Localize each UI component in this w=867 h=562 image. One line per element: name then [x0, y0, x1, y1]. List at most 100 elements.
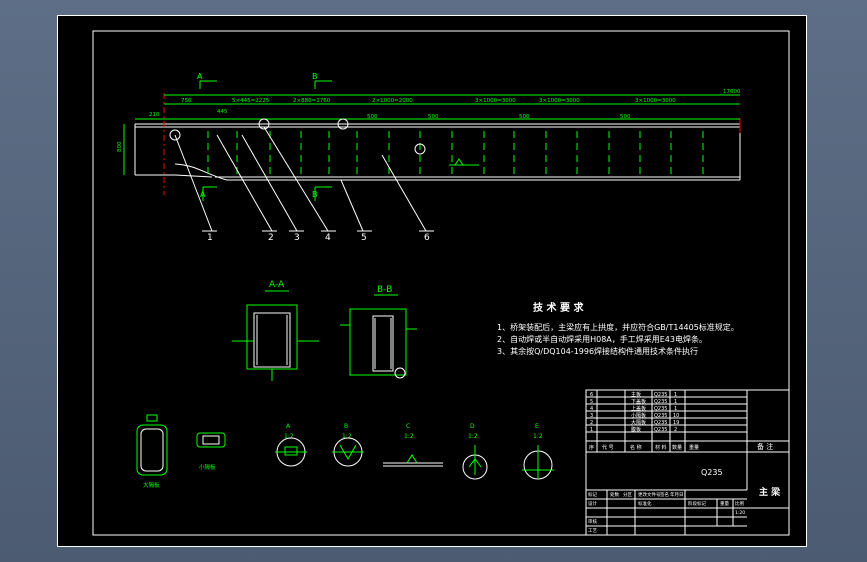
tb-process: 工艺 — [588, 528, 597, 534]
detail-e-letter: E — [535, 423, 539, 430]
plate-views: 大隔板 小隔板 — [136, 414, 226, 489]
detail-d-letter: D — [470, 423, 475, 430]
tech-line-1: 1、桥架装配后，主梁应有上拱度，并应符合GB/T14405标准规定。 — [497, 322, 739, 332]
bom-mat-5: Q235 — [654, 399, 667, 405]
leader-5: 5 — [361, 233, 367, 243]
bom-mat-2: Q235 — [654, 420, 667, 426]
bom-qty-5: 1 — [674, 399, 677, 405]
title-part-name: 主 梁 — [759, 486, 781, 498]
dim-overall: 17000 — [723, 89, 741, 95]
tech-requirements: 技 术 要 求 1、桥架装配后，主梁应有上拱度，并应符合GB/T14405标准规… — [497, 301, 739, 356]
title-material: Q235 — [701, 468, 723, 477]
dim-seg1: 750 — [181, 98, 192, 104]
detail-a-letter: A — [286, 423, 291, 430]
bom-name-6: 主板 — [631, 391, 641, 398]
bom-no-2: 2 — [590, 420, 593, 426]
section-mark-a-bottom: A — [200, 190, 206, 199]
bom-name-3: 小隔板 — [631, 412, 646, 419]
bom-qty-6: 1 — [674, 392, 677, 398]
bom-qty-4: 1 — [674, 406, 677, 412]
tb-weight: 重量 — [720, 500, 729, 507]
tb-stage: 阶段标记 — [688, 500, 706, 507]
tb-design: 设计 — [588, 500, 597, 507]
detail-views: A 1:2 B 1:2 C 1:2 D 1:2 E 1:2 — [275, 423, 554, 480]
bom-header-qty: 数量 — [672, 444, 682, 451]
tb-count: 处数 — [610, 491, 619, 498]
tb-mark: 标记 — [588, 491, 597, 498]
bom-qty-1: 2 — [674, 427, 677, 433]
leader-4: 4 — [325, 233, 331, 243]
bom-header-code: 代 号 — [602, 444, 614, 451]
leader-1: 1 — [207, 233, 213, 243]
bom-name-2: 大隔板 — [631, 419, 646, 426]
bom-qty-3: 10 — [673, 413, 679, 419]
dim-500c: 500 — [519, 114, 530, 120]
bom-header-remark: 备 注 — [757, 442, 773, 451]
outer-frame — [57, 15, 807, 547]
bom-no-4: 4 — [590, 406, 593, 412]
tb-standard: 标准化 — [638, 500, 652, 507]
section-aa: A-A — [232, 280, 319, 381]
bom-qty-2: 19 — [673, 420, 679, 426]
tb-date: 年月日 — [670, 491, 684, 498]
section-mark-b-top: B — [312, 72, 318, 81]
tb-change-doc: 更改文件号 — [638, 491, 661, 498]
detail-c-letter: C — [406, 423, 410, 430]
dim-seg3: 2×880=1760 — [293, 98, 331, 104]
section-mark-a-top: A — [197, 72, 203, 81]
tb-ratio: 比例 — [735, 500, 744, 507]
dim-500b: 500 — [428, 114, 439, 120]
bom-header-material: 材 料 — [655, 444, 667, 451]
bom-no-5: 5 — [590, 399, 593, 405]
drawing-canvas: 17000 750 5×445=2225 2×880=1760 2×1000=2… — [57, 15, 807, 547]
leader-lines: 1 2 3 4 5 6 — [174, 126, 434, 243]
detail-c-scale: 1:2 — [404, 433, 414, 440]
bom-header-weight: 重量 — [689, 444, 699, 451]
detail-b-scale: 1:2 — [342, 433, 352, 440]
dim-left: 210 — [149, 112, 160, 118]
title-block: 6 主板 Q235 1 5 下盖板 Q235 1 4 上盖板 Q235 1 3 … — [585, 389, 790, 536]
bom-no-1: 1 — [590, 427, 593, 433]
section-bb-title: B-B — [377, 285, 392, 295]
leader-3: 3 — [294, 233, 300, 243]
dim-height: 800 — [117, 141, 123, 152]
bom-mat-1: Q235 — [654, 427, 667, 433]
bom-mat-3: Q235 — [654, 413, 667, 419]
leader-6: 6 — [424, 233, 430, 243]
detail-b-letter: B — [344, 423, 348, 430]
section-bb: B-B — [340, 285, 417, 379]
detail-e-scale: 1:2 — [533, 433, 543, 440]
detail-a-scale: 1:2 — [284, 433, 294, 440]
tb-scale-value: 1:20 — [735, 510, 745, 516]
tech-line-2: 2、自动焊或半自动焊采用H08A，手工焊采用E43电焊条。 — [497, 334, 707, 344]
label-small-plate: 小隔板 — [199, 463, 216, 471]
bom-no-6: 6 — [590, 392, 593, 398]
dim-445: 445 — [217, 109, 228, 115]
bom-name-1: 腹板 — [631, 426, 641, 433]
dim-seg2: 5×445=2225 — [232, 98, 270, 104]
bom-mat-4: Q235 — [654, 406, 667, 412]
bom-header-no: 序 — [589, 444, 594, 451]
bom-header-name: 名 称 — [630, 444, 642, 451]
section-aa-title: A-A — [269, 280, 285, 290]
bom-name-4: 上盖板 — [631, 405, 646, 412]
section-marks: A B A B — [197, 72, 332, 201]
dim-seg5: 3×1000=3000 — [475, 98, 516, 104]
dim-500d: 500 — [620, 114, 631, 120]
bom-name-5: 下盖板 — [631, 398, 646, 405]
tb-zone: 分区 — [623, 491, 632, 498]
bom-no-3: 3 — [590, 413, 593, 419]
tech-line-3: 3、其余按Q/DQ104-1996焊接结构件通用技术条件执行 — [497, 346, 698, 356]
label-web-plate: 大隔板 — [143, 481, 160, 489]
tb-sign: 签名 — [660, 491, 669, 498]
dim-seg6: 3×1000=3000 — [539, 98, 580, 104]
tb-review: 审核 — [588, 518, 597, 525]
section-mark-b-bottom: B — [312, 190, 318, 199]
dim-500a: 500 — [367, 114, 378, 120]
tech-title: 技 术 要 求 — [533, 301, 584, 314]
detail-d-scale: 1:2 — [468, 433, 478, 440]
inner-frame — [92, 30, 790, 536]
dim-seg7: 3×1000=3000 — [635, 98, 676, 104]
top-dimensions: 17000 750 5×445=2225 2×880=1760 2×1000=2… — [117, 89, 741, 152]
bom-mat-6: Q235 — [654, 392, 667, 398]
